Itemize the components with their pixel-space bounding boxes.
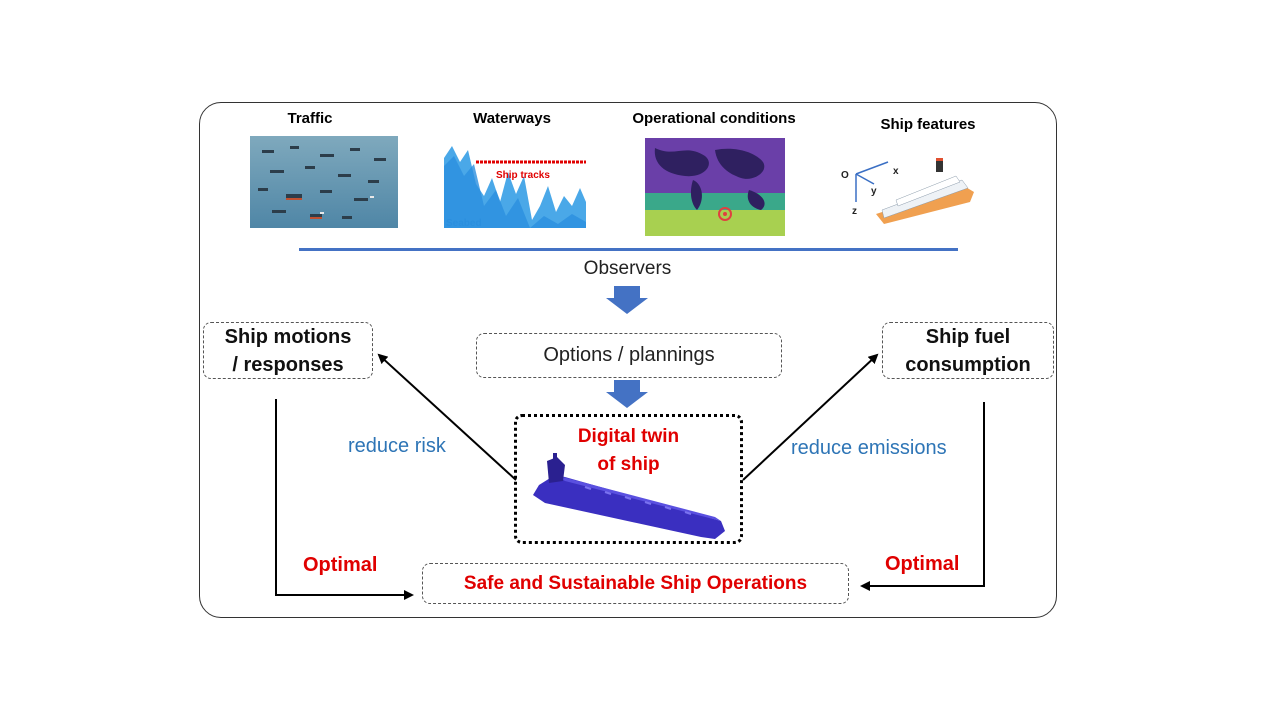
twin-to-motions-arrow xyxy=(377,353,517,481)
reduce-risk-label: reduce risk xyxy=(348,435,446,457)
operational-conditions-title: Operational conditions xyxy=(632,110,796,127)
optimal-right-label: Optimal xyxy=(885,553,960,575)
ship-features-image: O x y z xyxy=(838,150,978,236)
ship-motions-box: Ship motions / responses xyxy=(203,322,373,379)
ship-fuel-box: Ship fuel consumption xyxy=(882,322,1054,379)
observers-down-arrow xyxy=(606,286,648,314)
waterways-image: Ship tracks Seabed xyxy=(440,136,588,232)
ship-motions-line1: Ship motions xyxy=(224,325,352,348)
digital-twin-line2: of ship xyxy=(597,454,660,475)
ship-fuel-line2: consumption xyxy=(905,353,1031,376)
fuel-to-outcome-arrow xyxy=(860,402,985,591)
traffic-title: Traffic xyxy=(287,110,333,127)
diagram-frame xyxy=(199,102,1057,618)
seabed-label: Seabed xyxy=(446,218,482,229)
optimal-left-label: Optimal xyxy=(303,554,378,576)
observers-label: Observers xyxy=(583,258,672,279)
digital-twin-title: Digital twin of ship xyxy=(517,423,740,479)
digital-twin-ship-model xyxy=(533,453,725,539)
safe-sustainable-operations-box: Safe and Sustainable Ship Operations xyxy=(422,563,849,604)
safe-sustainable-operations-label: Safe and Sustainable Ship Operations xyxy=(463,572,808,594)
options-down-arrow xyxy=(606,380,648,408)
axis-z-label: z xyxy=(852,206,857,217)
digital-twin-line1: Digital twin xyxy=(577,426,680,447)
axis-o-label: O xyxy=(841,170,849,181)
ship-motions-line2: / responses xyxy=(232,353,344,376)
ship-fuel-line1: Ship fuel xyxy=(925,325,1011,348)
operational-conditions-image xyxy=(645,138,785,236)
traffic-image xyxy=(250,136,398,228)
ship-features-title: Ship features xyxy=(880,116,976,133)
axis-x-label: x xyxy=(893,166,899,177)
digital-twin-box: Digital twin of ship xyxy=(514,414,743,544)
options-plannings-box: Options / plannings xyxy=(476,333,782,378)
waterways-title: Waterways xyxy=(473,110,551,127)
reduce-emissions-label: reduce emissions xyxy=(791,437,947,459)
observers-divider xyxy=(299,248,958,251)
twin-to-fuel-arrow xyxy=(742,353,879,481)
options-plannings-label: Options / plannings xyxy=(543,344,715,366)
motions-to-outcome-arrow xyxy=(275,399,414,600)
axis-y-label: y xyxy=(871,186,877,197)
ship-tracks-label: Ship tracks xyxy=(496,170,550,181)
